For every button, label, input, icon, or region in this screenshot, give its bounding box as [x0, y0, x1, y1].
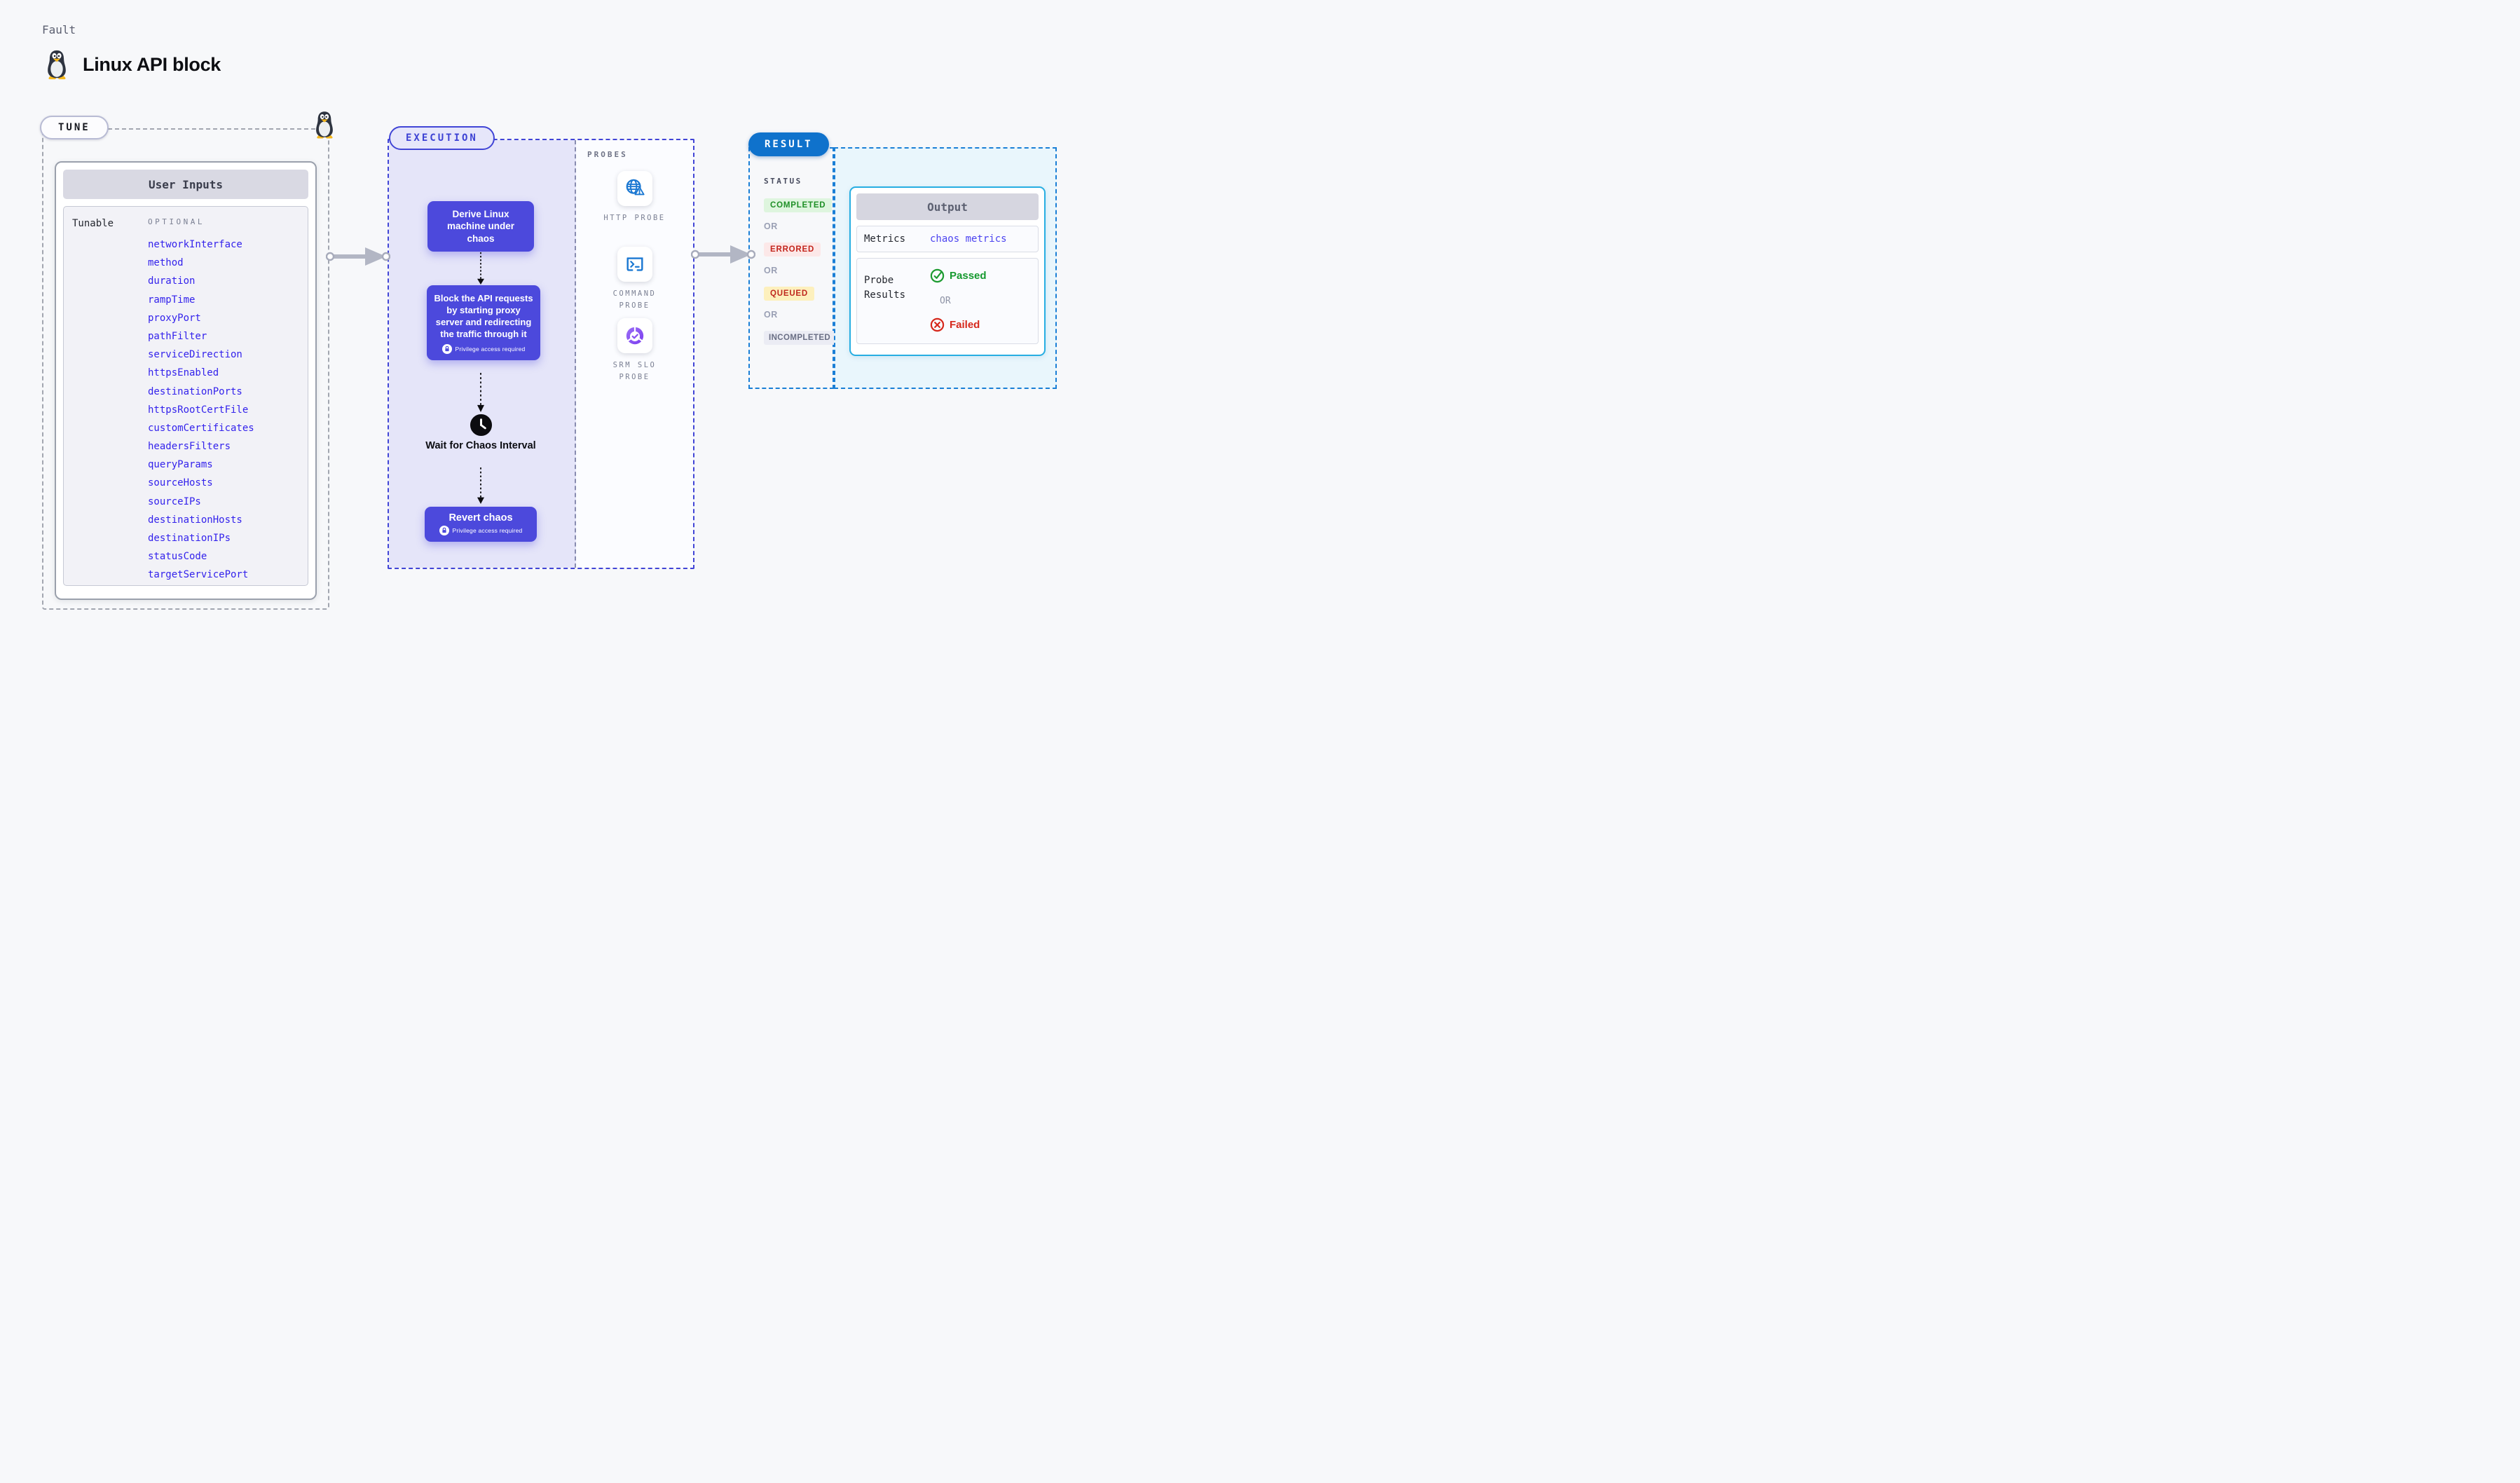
lock-icon [442, 344, 452, 354]
check-circle-icon [930, 268, 945, 283]
slo-donut-icon [624, 325, 645, 346]
execution-flow-panel: Derive Linux machine under chaos Block t… [389, 140, 576, 568]
terminal-icon [624, 254, 645, 275]
param-item: statusCode [148, 551, 207, 563]
probe-name: HTTP PROBE [603, 214, 666, 222]
probe-http: HTTP PROBE [576, 171, 693, 224]
param-item: headersFilters [148, 441, 231, 453]
param-item: destinationHosts [148, 514, 242, 526]
execution-to-result-arrow [691, 244, 755, 265]
step-derive-machine: Derive Linux machine under chaos [427, 201, 534, 252]
optional-column-label: OPTIONAL [148, 217, 205, 226]
param-item: duration [148, 275, 196, 287]
step-wait-interval: Wait for Chaos Interval [425, 414, 537, 452]
lock-icon [439, 526, 449, 535]
flow-arrow-down [476, 252, 486, 285]
param-item: proxyPort [148, 312, 201, 324]
flow-arrow-down [476, 467, 486, 504]
param-item: queryParams [148, 459, 213, 471]
status-queued-badge: QUEUED [764, 287, 815, 301]
user-inputs-title: User Inputs [63, 170, 308, 199]
privilege-label: Privilege access required [452, 527, 523, 534]
metrics-value: chaos metrics [930, 233, 1007, 245]
step-block-api: Block the API requests by starting proxy… [427, 285, 540, 360]
step-revert-chaos: Revert chaos Privilege access required [425, 507, 537, 542]
execution-section: Derive Linux machine under chaos Block t… [388, 139, 694, 569]
fault-kicker: Fault [42, 23, 76, 36]
metrics-row: Metrics chaos metrics [856, 226, 1039, 252]
probe-srm-slo: SRM SLO PROBE [576, 318, 693, 383]
passed-label: Passed [950, 270, 987, 282]
probe-results-row: Probe Results Passed OR Failed [856, 258, 1039, 344]
privilege-badge: Privilege access required [430, 526, 531, 535]
param-item: sourceIPs [148, 496, 201, 507]
privilege-label: Privilege access required [455, 345, 526, 353]
status-completed-badge: COMPLETED [764, 198, 833, 212]
param-item: customCertificates [148, 422, 254, 434]
step-label: Revert chaos [448, 512, 513, 524]
passed-result: Passed [930, 268, 987, 283]
page-header: Linux API block [43, 49, 221, 80]
tune-section [42, 128, 329, 610]
param-item: destinationPorts [148, 385, 242, 397]
step-label: Block the API requests by starting proxy… [434, 293, 533, 339]
tune-section-badge: TUNE [40, 116, 109, 139]
param-item: pathFilter [148, 330, 207, 342]
or-label: OR [764, 221, 778, 231]
linux-tux-icon-small [313, 109, 336, 140]
param-item: targetServicePort [148, 569, 249, 581]
param-item: method [148, 257, 184, 269]
or-label: OR [940, 296, 951, 306]
privilege-badge: Privilege access required [432, 344, 535, 354]
param-item: httpsEnabled [148, 367, 219, 379]
probe-tile [617, 247, 652, 282]
result-status-box: STATUS COMPLETED OR ERRORED OR QUEUED OR… [748, 147, 836, 389]
probe-command: COMMAND PROBE [576, 247, 693, 312]
probe-name: SRM SLO PROBE [612, 361, 657, 381]
param-item: sourceHosts [148, 477, 213, 489]
user-inputs-body: Tunable OPTIONAL networkInterface method… [63, 206, 308, 586]
status-incompleted-badge: INCOMPLETED [764, 331, 836, 345]
tune-to-execution-arrow [326, 246, 390, 267]
result-output-zone: Output Metrics chaos metrics Probe Resul… [834, 147, 1057, 389]
status-errored-badge: ERRORED [764, 242, 821, 257]
step-label: Derive Linux machine under chaos [446, 209, 515, 244]
param-item: destinationIPs [148, 533, 231, 544]
probes-panel: PROBES HTTP PROBE COMMAND PROBE SRM SLO … [576, 140, 693, 568]
or-label: OR [764, 266, 778, 275]
probe-name: COMMAND PROBE [612, 289, 657, 310]
probes-label: PROBES [587, 150, 628, 159]
result-section-badge: RESULT [748, 132, 829, 156]
param-item: serviceDirection [148, 349, 242, 361]
execution-section-badge: EXECUTION [389, 126, 495, 150]
failed-label: Failed [950, 319, 980, 331]
user-inputs-card: User Inputs Tunable OPTIONAL networkInte… [55, 161, 317, 600]
tunable-param-list: networkInterface method duration rampTim… [148, 238, 254, 587]
or-label: OR [764, 310, 778, 320]
linux-tux-icon [43, 49, 70, 80]
globe-alert-icon [624, 178, 645, 199]
step-label: Wait for Chaos Interval [425, 440, 536, 451]
param-item: httpsRootCertFile [148, 404, 249, 416]
x-circle-icon [930, 317, 945, 332]
output-card: Output Metrics chaos metrics Probe Resul… [849, 186, 1046, 356]
param-item: rampTime [148, 294, 196, 306]
failed-result: Failed [930, 317, 980, 332]
probe-tile [617, 318, 652, 353]
probe-results-label: Probe Results [864, 275, 906, 301]
param-item: networkInterface [148, 239, 242, 250]
output-title: Output [856, 193, 1039, 220]
status-label: STATUS [764, 177, 802, 186]
page-title: Linux API block [83, 53, 221, 75]
clock-icon [470, 414, 493, 437]
tunable-label: Tunable [72, 218, 114, 229]
probe-tile [617, 171, 652, 206]
flow-arrow-down [476, 373, 486, 412]
metrics-label: Metrics [864, 233, 906, 245]
